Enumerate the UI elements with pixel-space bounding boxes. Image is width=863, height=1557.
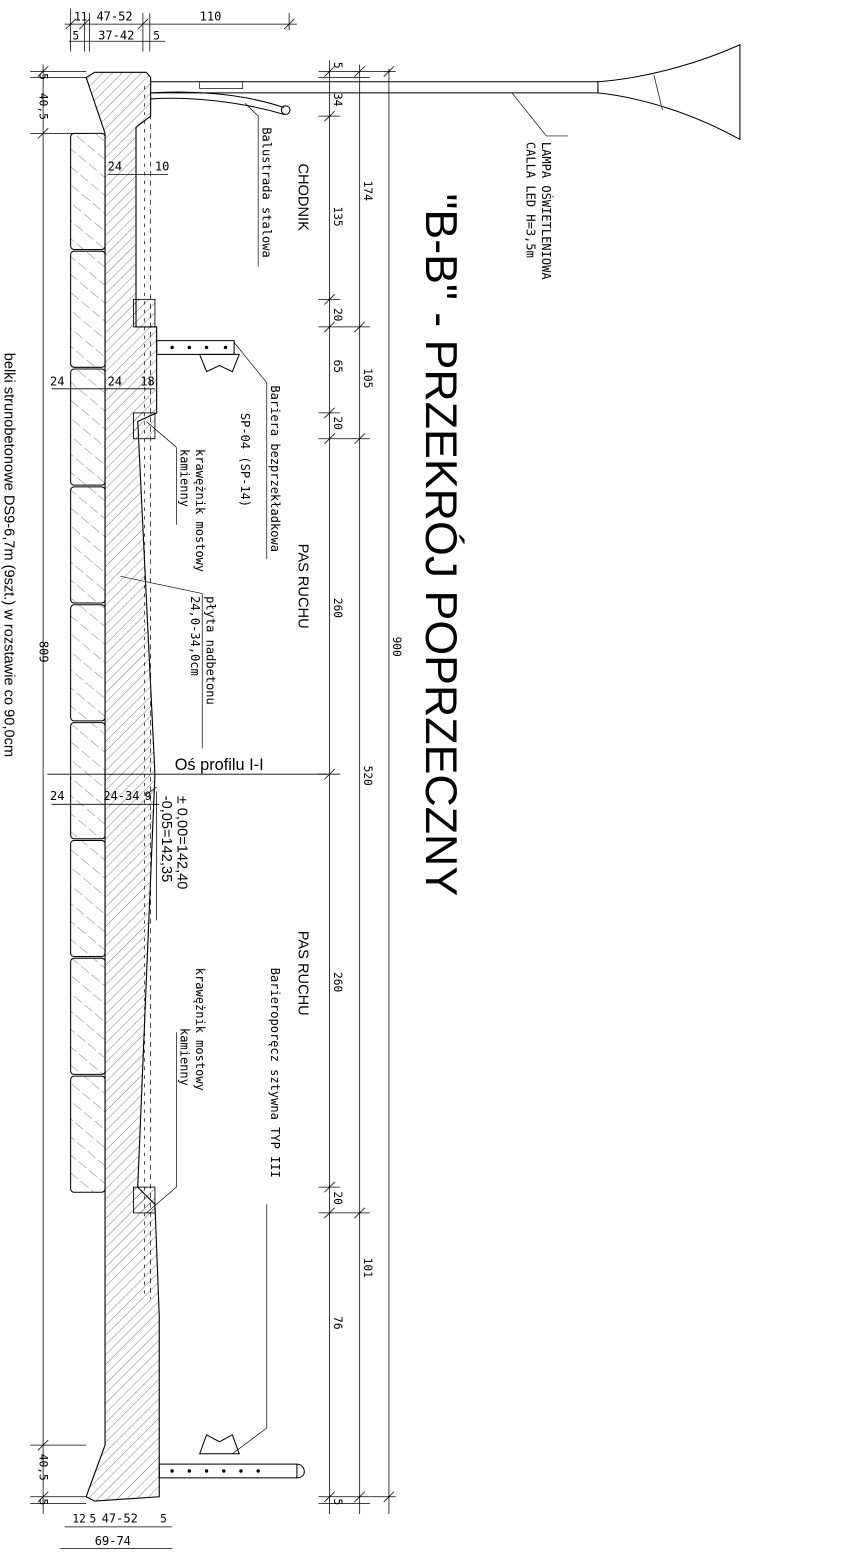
level-label-2: -0,05=142,35: [158, 796, 174, 883]
dim-bottom-12: 12: [72, 1513, 85, 1526]
dim-inner-9: 9: [145, 790, 152, 803]
guardrail-label: Barieroporęcz sztywna TYP III: [268, 968, 282, 1178]
dim-right-5-top: 5: [331, 62, 344, 69]
dim-inner-18: 18: [140, 374, 155, 388]
dim-left-40-5-top: 40,5: [37, 93, 50, 120]
dim-right-5-bottom: 5: [331, 1499, 344, 1506]
sidewalk-label: CHODNIK: [295, 163, 311, 231]
barrier-label-line2: SP-04 (SP-14): [238, 413, 252, 507]
top-dimensions: 11 47-52 110 5 37-42 5: [64, 8, 297, 52]
slab-label-line1: płyta nadbetonu: [204, 596, 218, 705]
curb1-label-line1: krawężnik mostowy: [193, 449, 207, 572]
dim-bottom-5a: 5: [90, 1513, 97, 1526]
dim-bottom-69-74: 69-74: [95, 1534, 131, 1548]
beams-label: belki strunobetonowe DS9-6,7m (9szt.) w …: [0, 353, 16, 757]
dim-top-110: 110: [200, 10, 222, 24]
inner-dimensions: 24 10 24 24 18 24 24-34 9: [50, 159, 169, 803]
bottom-dimensions: 12 5 47-52 5 69-74: [60, 1512, 173, 1549]
dim-inner-10: 10: [155, 159, 170, 173]
lamp-label-line2: CALLA LED H=3,5m: [524, 142, 538, 258]
curb1-label-line2: kamienny: [178, 449, 192, 507]
dim-right-20b: 20: [331, 416, 344, 429]
balustrade-label: Balustrada stalowa: [259, 127, 273, 257]
barrier-label-line1: Bariera bezprzekładkowa: [268, 385, 282, 552]
guardrail-type3: [158, 1204, 305, 1479]
lamp-label-line1: LAMPA OŚWIETLENIOWA: [539, 142, 554, 280]
dim-right-34: 34: [331, 93, 344, 107]
dim-inner-24-34: 24-34: [103, 789, 139, 803]
dim-right-520: 520: [361, 766, 374, 786]
dim-inner-24-b: 24: [108, 374, 123, 388]
dim-right-101: 101: [361, 1258, 374, 1278]
dim-right-20a: 20: [331, 308, 344, 321]
dim-left-809: 809: [37, 641, 51, 663]
dim-left-40-5-bottom: 40,5: [37, 1454, 50, 1481]
slab-label-line2: 24,0-34,0cm: [188, 596, 202, 676]
dim-right-260a: 260: [331, 598, 344, 618]
lane1-label: PAS RUCHU: [295, 544, 311, 629]
dim-right-105: 105: [361, 368, 374, 388]
dim-top-11: 11: [74, 11, 87, 24]
level-label-1: ± 0,00=142,40: [173, 796, 189, 890]
axis-label: Oś profilu I-I: [175, 756, 264, 774]
dim-inner-24-a: 24: [50, 374, 65, 388]
steel-balustrade: [150, 81, 291, 267]
curb2-label-line2: kamienny: [178, 1028, 192, 1086]
dim-bottom-5b: 5: [160, 1513, 167, 1526]
prestressed-beams: [70, 132, 106, 1193]
dim-left-5-top: 5: [37, 73, 50, 80]
dim-top-37-42: 37-42: [98, 29, 134, 43]
right-dimensions: 5 34 135 20 65 20 260 260 20 76 5 174 10…: [318, 60, 403, 1514]
left-dimensions: 5 40,5 809 40,5 5: [30, 64, 87, 1514]
curb2-label-line1: krawężnik mostowy: [193, 968, 207, 1091]
axis-mark: [47, 773, 327, 921]
dim-right-260b: 260: [331, 972, 344, 992]
dim-right-76: 76: [331, 1316, 344, 1329]
barrier-sp04: [156, 340, 268, 560]
leader-lines: [120, 421, 203, 1214]
dim-right-900: 900: [390, 637, 403, 657]
street-lamp: [150, 43, 741, 141]
drawing-title: "B-B" - PRZEKRÓJ POPRZECZNY: [416, 194, 465, 897]
dim-bottom-47-52: 47-52: [102, 1512, 138, 1526]
dim-right-65: 65: [331, 360, 344, 373]
dim-right-20c: 20: [331, 1191, 344, 1204]
dim-left-5-bottom: 5: [37, 1499, 50, 1506]
dim-right-135: 135: [331, 206, 344, 226]
dim-top-47-52: 47-52: [96, 10, 132, 24]
dim-top-5a: 5: [72, 30, 79, 43]
dim-right-174: 174: [361, 181, 374, 201]
lane2-label: PAS RUCHU: [295, 931, 311, 1016]
dim-inner-24-top: 24: [108, 159, 123, 173]
dim-top-5b: 5: [153, 30, 160, 43]
labels: "B-B" - PRZEKRÓJ POPRZECZNY LAMPA OŚWIET…: [0, 127, 554, 1177]
deck-slab: [51, 71, 168, 1502]
dim-inner-24-c: 24: [50, 789, 65, 803]
